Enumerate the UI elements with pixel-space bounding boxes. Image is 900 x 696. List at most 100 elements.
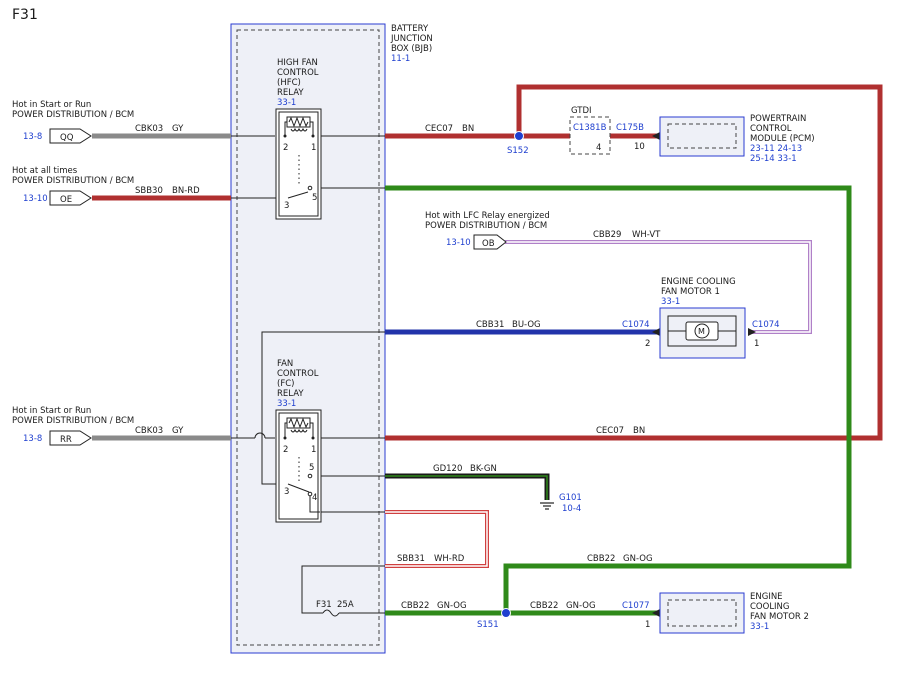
motor2-ref: 33-1 — [750, 622, 769, 632]
motor2-line-1: ENGINE — [750, 592, 783, 602]
fc-line-1: FAN — [277, 359, 293, 369]
wire-oe-color: BN-RD — [172, 186, 200, 196]
gtdi-box — [569, 116, 611, 155]
motor-icon — [694, 323, 710, 339]
fc-pin-4: 4 — [312, 493, 317, 503]
fc-pin-2: 2 — [283, 445, 288, 455]
hfc-line-3: (HFC) — [277, 78, 301, 88]
source-oe-tag: OE — [60, 195, 72, 205]
motor1-line-1: ENGINE COOLING — [661, 277, 736, 287]
connector-qq-tag — [49, 128, 92, 144]
wire-cbb22-c-circuit: CBB22 — [530, 601, 558, 611]
fc-pin-1: 1 — [311, 445, 316, 455]
wire-qq-color: GY — [172, 124, 184, 134]
pcm-line-2: CONTROL — [750, 124, 792, 134]
motor2-arrow-icon — [652, 609, 660, 617]
motor1-arrow-right-icon — [748, 328, 756, 336]
motor2-box — [659, 592, 745, 634]
source-rr-line1: Hot in Start or Run — [12, 406, 91, 416]
gtdi-pin: 4 — [596, 143, 601, 153]
fc-line-2: CONTROL — [277, 369, 319, 379]
fuse-icon — [322, 609, 340, 617]
fc-line-3: (FC) — [277, 379, 294, 389]
wire-cbb22-c-color: GN-OG — [566, 601, 596, 611]
wire-sbb31-circuit: SBB31 — [397, 554, 425, 564]
source-ob-ref: 13-10 — [446, 238, 471, 248]
fan-motor-2: C1077 1 ENGINE COOLING FAN MOTOR 2 33-1 — [622, 592, 809, 634]
wire-cec07-top-color: BN — [462, 124, 474, 134]
pcm-line-1: POWERTRAIN — [750, 114, 806, 124]
motor2-connector: C1077 — [622, 601, 650, 611]
fc-relay: FAN CONTROL (FC) RELAY 33-1 2 1 5 3 4 — [275, 359, 322, 523]
source-qq-tag: QQ — [60, 133, 74, 143]
pcm-line-3: MODULE (PCM) — [750, 134, 815, 144]
wire-ob-circuit: CBB29 — [593, 230, 621, 240]
hfc-pin-1: 1 — [311, 143, 316, 153]
source-oe-line2: POWER DISTRIBUTION / BCM — [12, 176, 134, 186]
motor1-conn-left: C1074 — [622, 320, 650, 330]
splice-s152-label: S152 — [507, 146, 529, 156]
source-ob-line2: POWER DISTRIBUTION / BCM — [425, 221, 547, 231]
hfc-coil — [290, 127, 308, 132]
pcm-pin: 10 — [634, 142, 645, 152]
fc-switch — [287, 483, 310, 493]
source-qq-ref: 13-8 — [23, 132, 42, 142]
pcm-refs-1: 23-11 24-13 — [750, 144, 802, 154]
source-ob: Hot with LFC Relay energized POWER DISTR… — [425, 211, 661, 250]
fuse-name: F31 — [316, 600, 332, 610]
source-qq-line1: Hot in Start or Run — [12, 100, 91, 110]
wire-cbb31-circuit: CBB31 — [476, 320, 504, 330]
hfc-relay: HIGH FAN CONTROL (HFC) RELAY 33-1 2 1 3 … — [275, 58, 322, 220]
motor1-conn-right: C1074 — [752, 320, 780, 330]
source-oe-ref: 13-10 — [23, 194, 48, 204]
wire-cbb22-b-color: GN-OG — [437, 601, 467, 611]
hfc-switch — [287, 191, 309, 199]
bjb-label: BATTERY JUNCTION BOX (BJB) 11-1 — [390, 24, 433, 64]
source-ob-tag: OB — [482, 239, 495, 249]
hfc-pin-2: 2 — [283, 143, 288, 153]
fc-pin-5: 5 — [309, 463, 314, 473]
internal-fc-feed — [261, 331, 385, 485]
connector-ob-tag — [473, 234, 507, 250]
wire-rr-circuit: CBK03 — [135, 426, 163, 436]
wire-cbb22-b-circuit: CBB22 — [401, 601, 429, 611]
hfc-line-1: HIGH FAN — [277, 58, 318, 68]
motor1-ref: 33-1 — [661, 297, 680, 307]
splice-s151 — [501, 608, 511, 618]
source-oe-line1: Hot at all times — [12, 166, 78, 176]
wire-ob-color: WH-VT — [632, 230, 661, 240]
fc-pin-3: 3 — [284, 487, 289, 497]
wire-gd120-color: BK-GN — [470, 464, 497, 474]
source-ob-line1: Hot with LFC Relay energized — [425, 211, 550, 221]
splice-s152 — [514, 131, 524, 141]
wire-cec07 — [385, 84, 883, 441]
pcm-arrow-icon — [652, 132, 660, 140]
source-qq-line2: POWER DISTRIBUTION / BCM — [12, 110, 134, 120]
fan-motor-1: ENGINE COOLING FAN MOTOR 1 33-1 C1074 2 … — [622, 277, 780, 359]
motor2-line-3: FAN MOTOR 2 — [750, 612, 809, 622]
wire-cec07-mid-color: BN — [633, 426, 645, 436]
wire-rr-color: GY — [172, 426, 184, 436]
wire-cbb31-color: BU-OG — [512, 320, 541, 330]
wire-sbb31-color: WH-RD — [434, 554, 465, 564]
fuse-rating: 25A — [337, 600, 354, 610]
motor2-pin: 1 — [645, 620, 650, 630]
pcm-box — [659, 116, 745, 157]
bjb-line-1: BATTERY — [391, 24, 429, 34]
wire-cbb29 — [505, 240, 812, 334]
fc-coil — [290, 428, 308, 433]
fc-line-4: RELAY — [277, 389, 304, 399]
motor1-arrow-left-icon — [652, 328, 660, 336]
motor1-line-2: FAN MOTOR 1 — [661, 287, 720, 297]
pcm-refs-2: 25-14 33-1 — [750, 154, 797, 164]
source-qq: Hot in Start or Run POWER DISTRIBUTION /… — [12, 100, 184, 144]
pcm-module: C175B 10 POWERTRAIN CONTROL MODULE (PCM)… — [616, 114, 815, 164]
svg-text:M: M — [698, 327, 705, 336]
wire-cec07-mid-circuit: CEC07 — [596, 426, 624, 436]
connector-oe-tag — [49, 190, 92, 206]
motor1-pin-right: 1 — [754, 339, 759, 349]
hfc-line-4: RELAY — [277, 88, 304, 98]
pcm-connector: C175B — [616, 123, 644, 133]
gtdi-connector-name: C1381B — [573, 123, 607, 133]
